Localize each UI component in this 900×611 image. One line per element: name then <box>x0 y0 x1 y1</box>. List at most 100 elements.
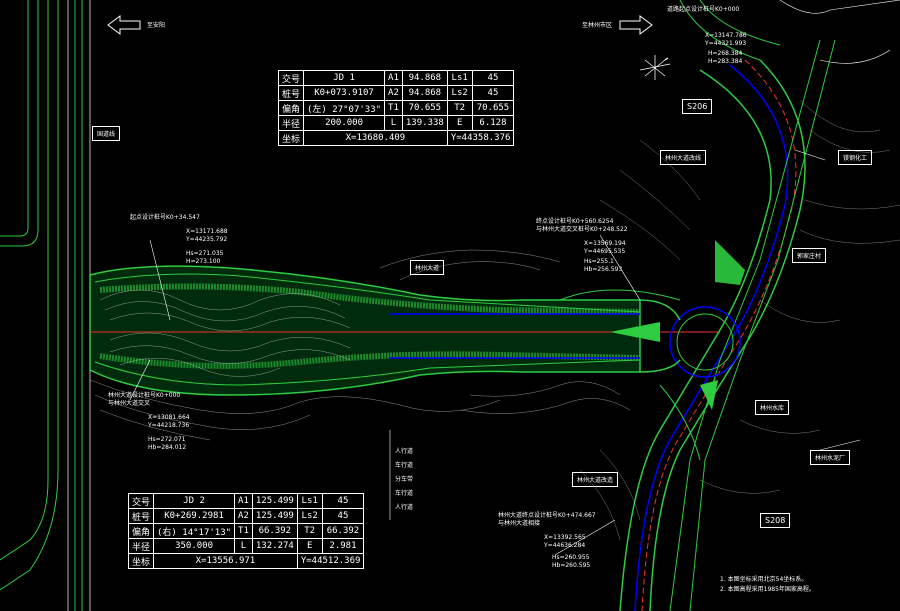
jd1-cell: E <box>446 115 473 131</box>
jd1-cell: T1 <box>384 100 403 116</box>
jd2-cell: T1 <box>234 523 253 539</box>
hillside-contours <box>579 99 900 541</box>
jd1-cell: 70.655 <box>401 100 448 116</box>
lower-left-y: Y=44218.736 <box>148 422 190 429</box>
jd1-cell: A2 <box>384 85 403 101</box>
station-left-h1: Hs=271.035 <box>186 250 224 257</box>
legend-item: 人行道 <box>395 504 414 511</box>
north-arrow-icon <box>639 55 671 80</box>
station-mid-h2: Hb=256.593 <box>584 266 623 273</box>
jd1-cell: L <box>384 115 403 131</box>
lower-left-x: X=13081.664 <box>148 414 190 421</box>
drawing-notes: 1. 本图坐标采用北京54坐标系。 2. 本图高程采用1985年国家高程。 <box>720 575 815 595</box>
station-mid: 终点设计桩号K0+560.6254 <box>536 218 614 225</box>
lower-left-h1: Hs=272.071 <box>148 436 186 443</box>
jd1-cell: Ls2 <box>446 85 473 101</box>
jd1-cell: 139.338 <box>401 115 448 131</box>
jd1-cell: 偏角 <box>277 100 305 116</box>
pond-box: 林州水库 <box>755 400 790 415</box>
jd2-cell: 125.499 <box>251 493 298 509</box>
jd1-cell: X=13680.409 <box>303 130 448 146</box>
jd1-cell: Ls1 <box>446 70 473 86</box>
arrow-left-label: 至安阳 <box>147 22 166 29</box>
jd2-cell: K0+269.2981 <box>153 508 236 524</box>
s208-box: S208 <box>760 513 791 528</box>
center-box: 林州大道 <box>410 260 445 275</box>
lower-right-y: Y=44636.284 <box>544 542 586 549</box>
top-right-x: X=13147.786 <box>705 32 747 39</box>
jd2-cell: 交号 <box>127 493 155 509</box>
lower-left-station: 林州大道设计桩号K0+000 <box>108 392 181 399</box>
factory-box: 林州水泥厂 <box>810 450 851 465</box>
jd1-cell: Y=44358.376 <box>446 130 515 146</box>
lower-right-x: X=13392.565 <box>544 534 586 541</box>
right-box-2: 郭家庄村 <box>792 248 827 263</box>
jd1-cell: 6.128 <box>471 115 515 131</box>
s206-box: S206 <box>682 99 713 114</box>
jd1-cell: 半径 <box>277 115 305 131</box>
jd2-cell: A1 <box>234 493 253 509</box>
building-box: 镁钢化工 <box>838 150 873 165</box>
jd1-cell: JD 1 <box>303 70 386 86</box>
contour-lines <box>89 249 631 441</box>
jd1-cell: (左) 27°07'33" <box>303 100 386 116</box>
station-mid-2: 与林州大道交叉桩号K0+248.522 <box>536 226 628 233</box>
jd2-cell: 66.392 <box>251 523 298 539</box>
jd1-cell: 70.655 <box>471 100 515 116</box>
jd1-cell: 坐标 <box>277 130 305 146</box>
legend-item: 车行道 <box>395 490 414 497</box>
jd1-cell: A1 <box>384 70 403 86</box>
jd2-cell: Ls2 <box>296 508 323 524</box>
legend-item: 车行道 <box>395 462 414 469</box>
jd1-cell: 94.868 <box>401 85 448 101</box>
jd2-cell: E <box>296 538 323 554</box>
lower-right-station: 林州大道终点设计桩号K0+474.667 <box>498 512 596 519</box>
note-1: 1. 本图坐标采用北京54坐标系。 <box>720 576 808 583</box>
jd1-cell: 桩号 <box>277 85 305 101</box>
jd2-cell: 45 <box>321 493 365 509</box>
jd2-cell: 66.392 <box>321 523 365 539</box>
lower-left-station-2: 与林州大道交叉 <box>108 400 151 407</box>
jd2-cell: 350.000 <box>153 538 236 554</box>
jd2-cell: (右) 14°17'13" <box>153 523 236 539</box>
jd1-cell: 45 <box>471 85 515 101</box>
station-left: 起点设计桩号K0+34.547 <box>130 214 200 221</box>
curved-road-network <box>559 0 900 611</box>
jd2-cell: 125.499 <box>251 508 298 524</box>
jd2-cell: Ls1 <box>296 493 323 509</box>
jd2-cell: L <box>234 538 253 554</box>
jd1-cell: K0+073.9107 <box>303 85 386 101</box>
note-2: 2. 本图高程采用1985年国家高程。 <box>720 586 815 593</box>
green-fills <box>700 240 745 410</box>
direction-arrows <box>107 15 653 35</box>
top-right-h2: H=283.384 <box>708 58 743 65</box>
jd1-cell: 200.000 <box>303 115 386 131</box>
top-right-h: H=268.384 <box>708 50 743 57</box>
station-mid-h1: Hs=255.1 <box>584 258 614 265</box>
lower-left-h2: Hb=284.012 <box>148 444 187 451</box>
arrow-right-label: 至林州市区 <box>582 22 613 29</box>
jd2-cell: 偏角 <box>127 523 155 539</box>
station-left-y: Y=44235.792 <box>186 236 228 243</box>
jd2-cell: Y=44512.369 <box>296 553 365 569</box>
jd2-cell: X=13556.971 <box>153 553 298 569</box>
top-right-y: Y=44321.993 <box>705 40 747 47</box>
jd2-cell: 半径 <box>127 538 155 554</box>
station-mid-x: X=13569.194 <box>584 240 626 247</box>
left-road <box>0 0 83 611</box>
jd1-cell: 94.868 <box>401 70 448 86</box>
jd2-cell: A2 <box>234 508 253 524</box>
